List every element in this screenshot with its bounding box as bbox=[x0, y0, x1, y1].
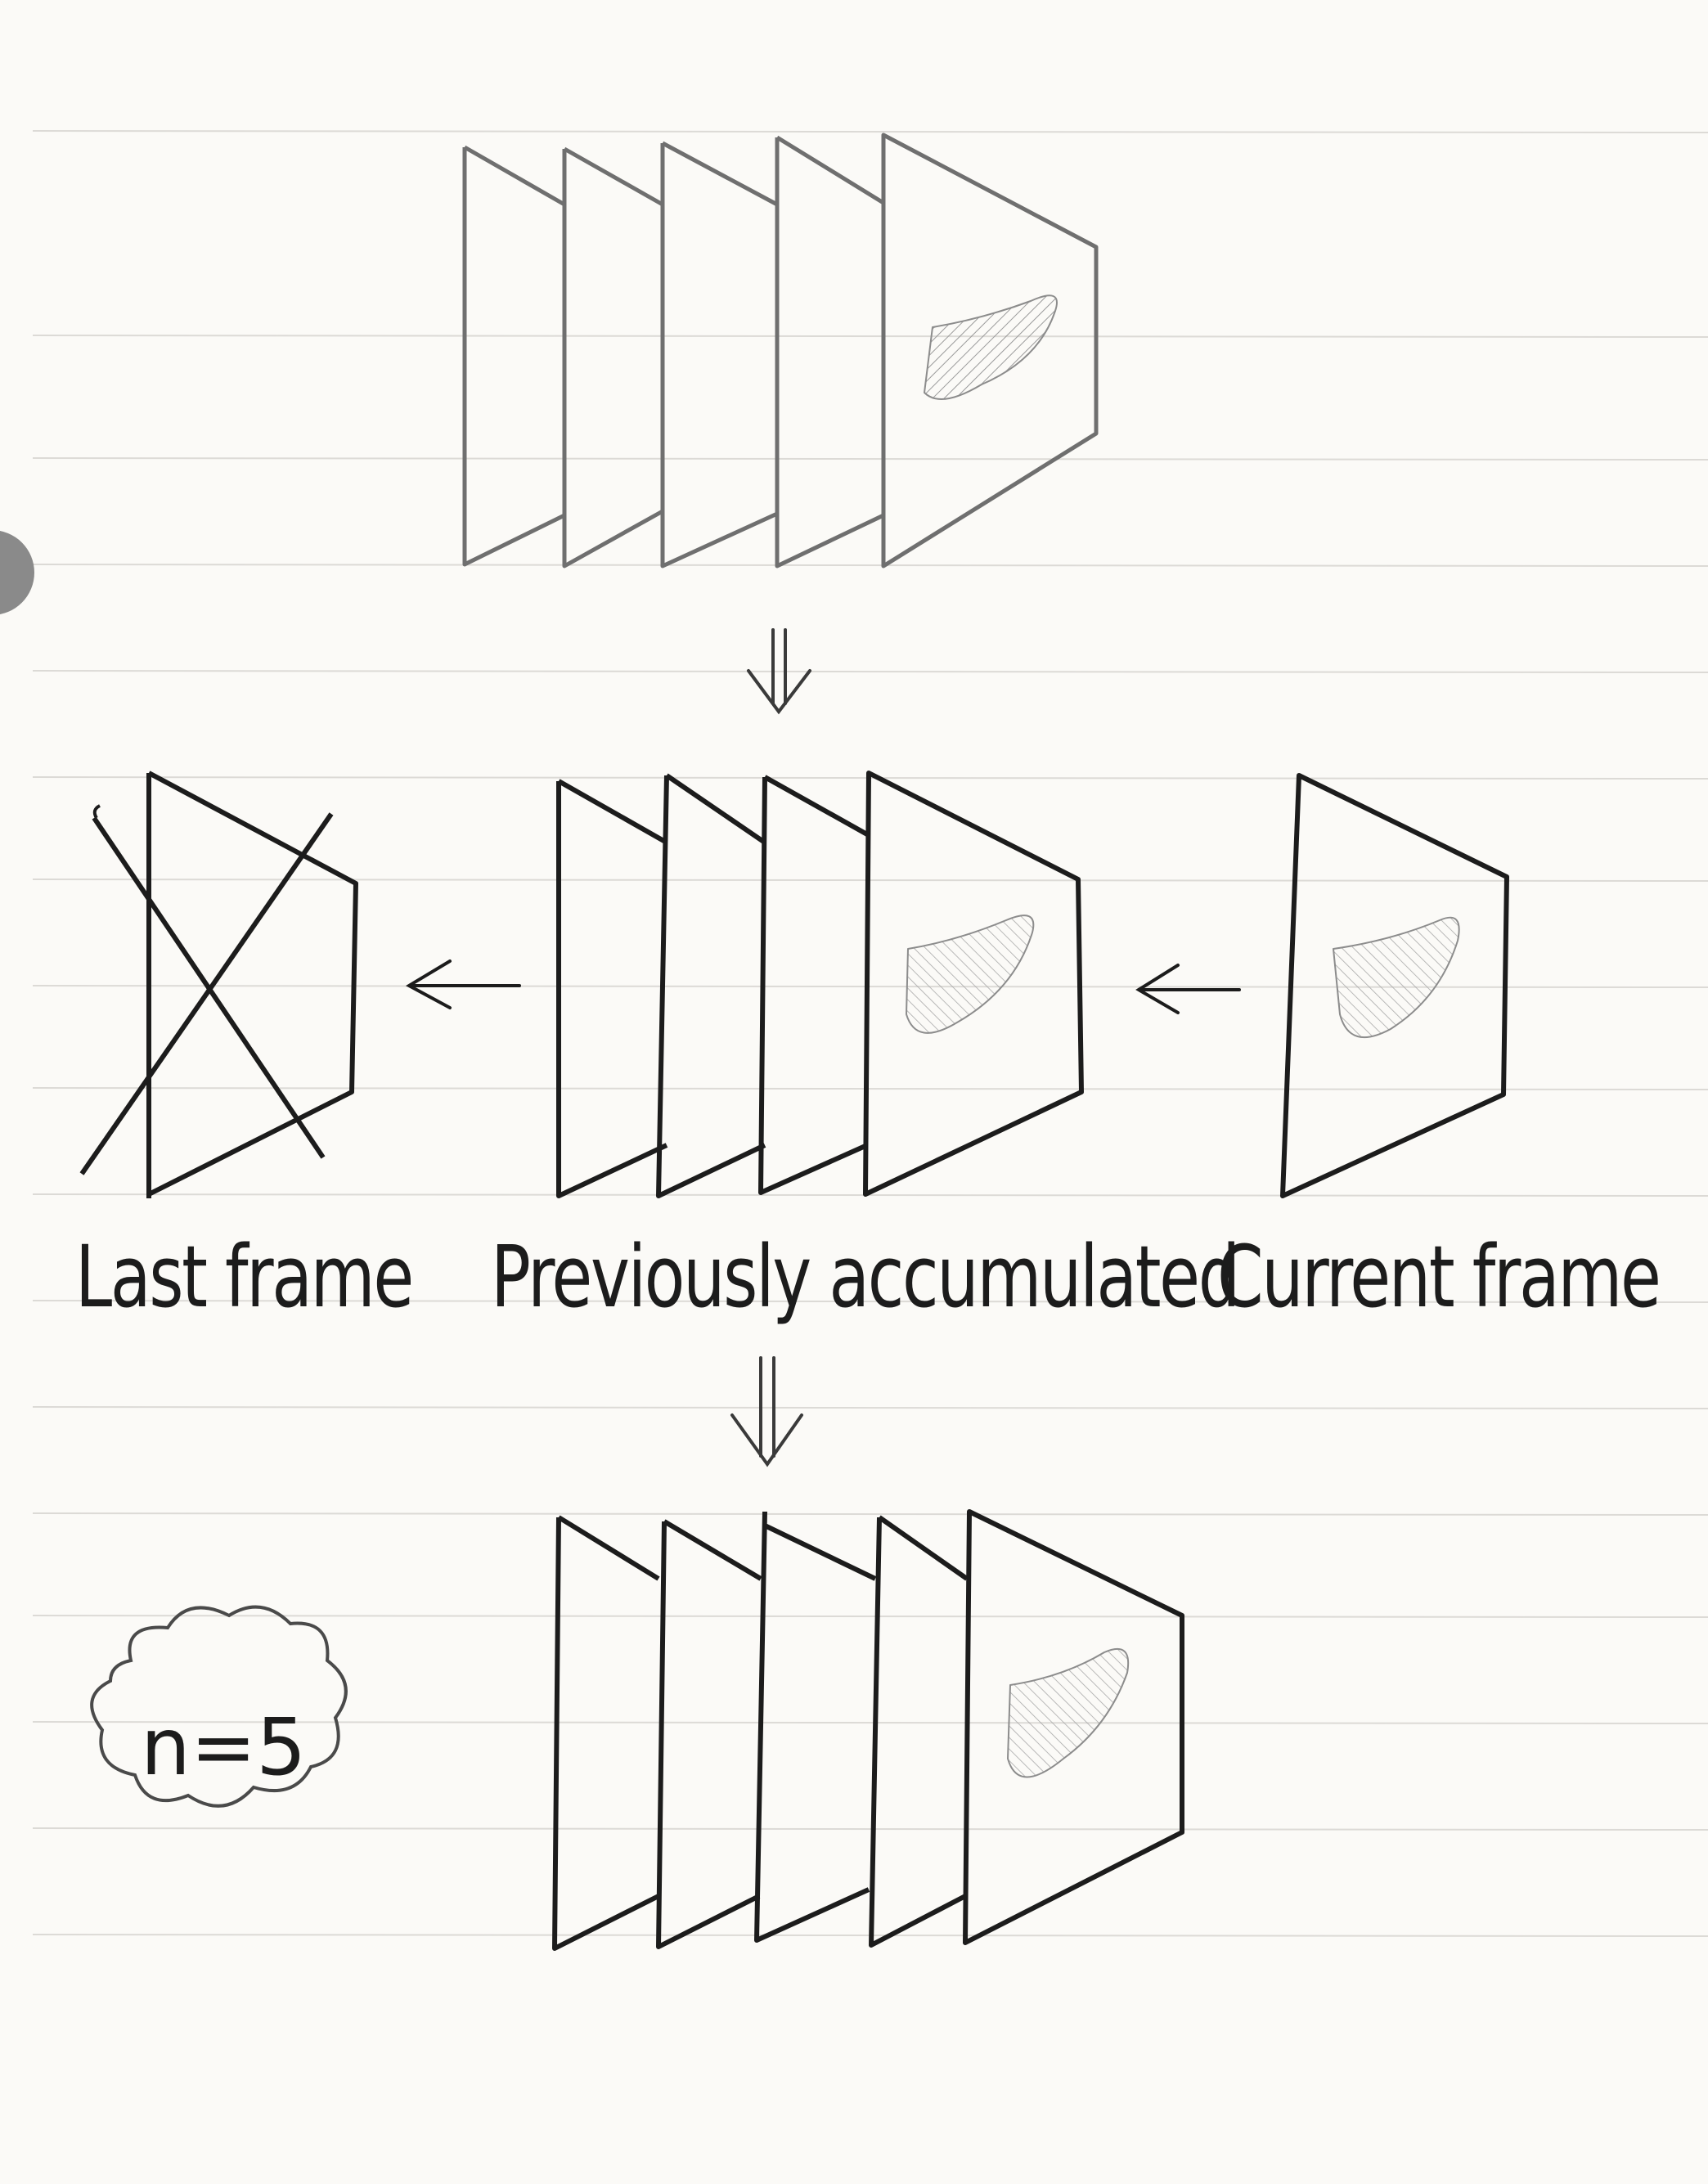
bottom-frame-stack bbox=[552, 1509, 1184, 1951]
prev-frame-1 bbox=[556, 779, 668, 1198]
n-value-cloud bbox=[90, 1605, 348, 1808]
last-frame bbox=[79, 771, 358, 1198]
bottom-frame-5 bbox=[963, 1509, 1184, 1945]
prev-frame-3 bbox=[758, 775, 869, 1195]
top-hatch bbox=[924, 294, 1058, 400]
bottom-frame-4 bbox=[869, 1515, 969, 1948]
down-arrow-2 bbox=[730, 1356, 803, 1467]
previously-accumulated-stack bbox=[556, 771, 1084, 1198]
left-arrow-2 bbox=[1135, 964, 1241, 1014]
label-last-frame: Last frame bbox=[75, 1227, 414, 1327]
bottom-frame-1 bbox=[552, 1515, 660, 1951]
bottom-frame-3 bbox=[754, 1511, 877, 1943]
label-previously-accumulated: Previously accumulated bbox=[491, 1227, 1240, 1327]
binder-hole bbox=[0, 530, 34, 615]
label-n-value: n=5 bbox=[141, 1701, 307, 1793]
top-frame-1 bbox=[462, 145, 566, 567]
top-frame-stack bbox=[462, 133, 1099, 568]
label-current-frame: Current frame bbox=[1217, 1227, 1661, 1327]
top-frame-5 bbox=[881, 133, 1099, 568]
cross-line-2 bbox=[79, 812, 334, 1175]
top-frame-4 bbox=[775, 135, 885, 568]
prev-hatch bbox=[906, 914, 1035, 1034]
prev-frame-4 bbox=[863, 771, 1084, 1197]
prev-frame-2 bbox=[656, 773, 766, 1198]
down-arrow-1 bbox=[747, 628, 811, 715]
curr-hatch bbox=[1333, 916, 1460, 1039]
bottom-hatch bbox=[1007, 1648, 1130, 1778]
rule-lines bbox=[32, 130, 1708, 1937]
left-arrow-1 bbox=[405, 959, 521, 1009]
bottom-frame-2 bbox=[656, 1519, 762, 1949]
top-frame-2 bbox=[562, 146, 664, 568]
top-frame-3 bbox=[660, 141, 779, 568]
current-frame bbox=[1280, 773, 1509, 1198]
